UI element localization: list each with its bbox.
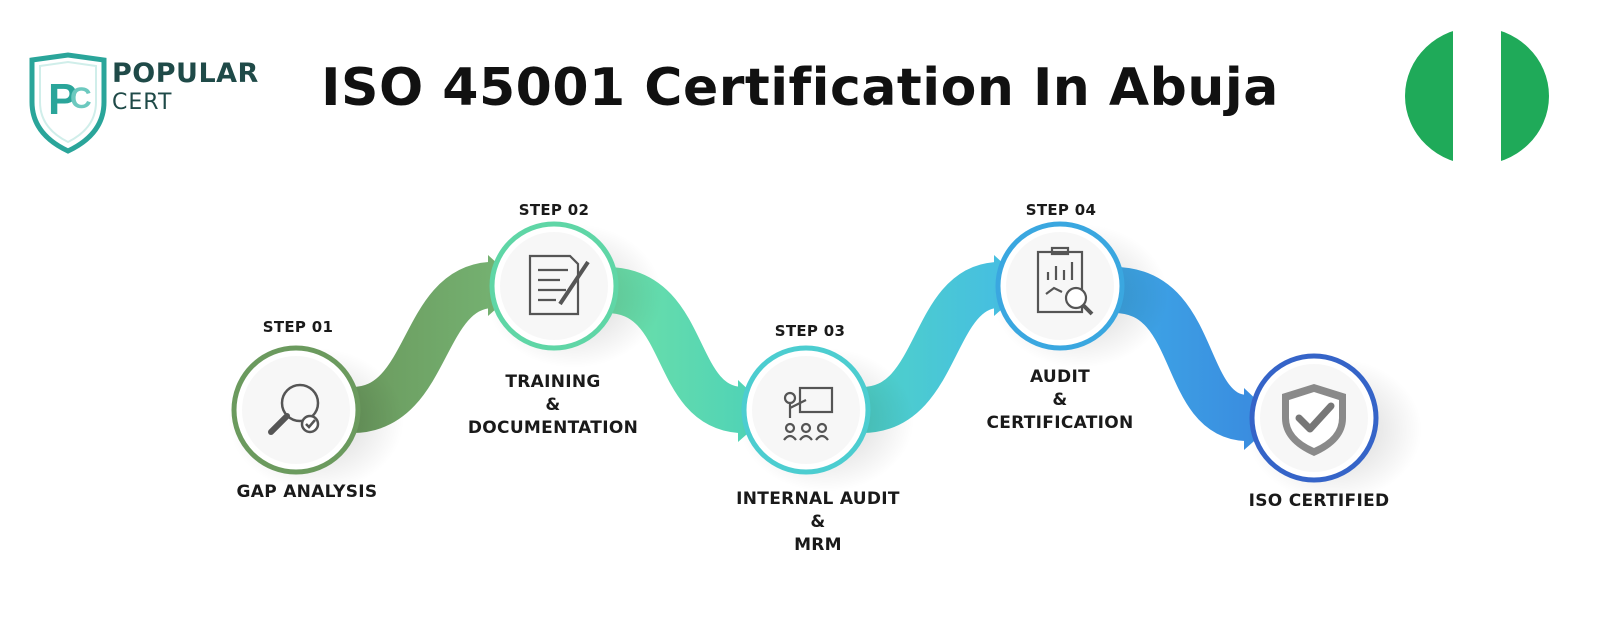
step-2-label: STEP 02 (518, 201, 590, 219)
step-3-circle (741, 345, 871, 475)
step-4-label: STEP 04 (1025, 201, 1097, 219)
step-3-label: STEP 03 (774, 322, 846, 340)
logo-text-cert: CERT (112, 90, 173, 115)
step-1-label: STEP 01 (262, 318, 334, 336)
step-1-name: GAP ANALYSIS (187, 481, 427, 504)
nigeria-flag-icon (1405, 27, 1549, 165)
step-3-name-line-1: INTERNAL AUDIT (736, 489, 900, 509)
step-2-circle (489, 221, 619, 351)
step-3-name: INTERNAL AUDIT & MRM (698, 488, 938, 557)
popular-cert-logo-icon: P C (29, 52, 107, 154)
page-title: ISO 45001 Certification In Abuja (321, 58, 1279, 118)
report-analysis-icon (1036, 246, 1094, 316)
svg-text:C: C (70, 82, 92, 115)
logo-text-popular: POPULAR (112, 58, 259, 89)
step-3-name-line-2: & (810, 512, 826, 532)
step-5-name: ISO CERTIFIED (1199, 490, 1439, 513)
step-3-name-line-3: MRM (794, 535, 842, 555)
step-1-name-line-1: GAP ANALYSIS (236, 482, 378, 502)
presentation-board-icon (783, 386, 834, 441)
step-4-circle (995, 221, 1125, 351)
step-2-name-line-2: & (545, 395, 561, 415)
step-4-name-line-3: CERTIFICATION (986, 413, 1134, 433)
step-4-name: AUDIT & CERTIFICATION (940, 366, 1180, 435)
shield-check-icon (1282, 384, 1346, 456)
document-pen-icon (528, 254, 590, 316)
step-1-circle (231, 345, 361, 475)
step-2-name: TRAINING & DOCUMENTATION (433, 371, 673, 440)
step-4-name-line-2: & (1052, 390, 1068, 410)
magnifier-check-icon (268, 383, 320, 435)
step-4-name-line-1: AUDIT (1030, 367, 1090, 387)
step-2-name-line-3: DOCUMENTATION (467, 418, 639, 438)
step-5-name-line-1: ISO CERTIFIED (1248, 491, 1390, 511)
svg-text:P: P (48, 75, 77, 124)
step-2-name-line-1: TRAINING (505, 372, 601, 392)
